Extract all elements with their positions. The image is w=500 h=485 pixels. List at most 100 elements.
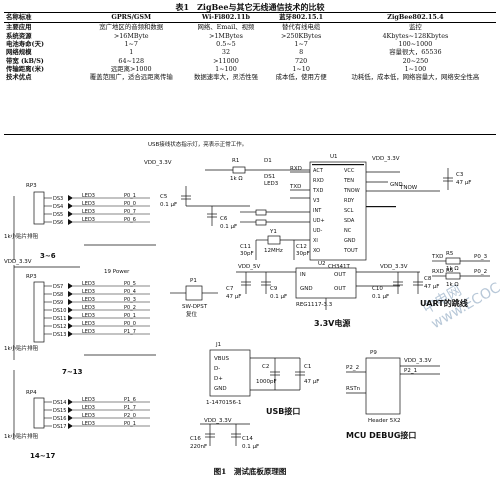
group-label-2: 7~13 [62,368,83,376]
c7-label: C7 [226,286,234,292]
vdd-label-6: VDD_3.3V [204,418,232,424]
table-cell: 64~128 [118,56,145,65]
led-designator: DS9 [53,300,63,306]
table-cell: Wi-Fi802.11b [184,13,268,24]
p21-label: P2_1 [404,368,417,374]
row-label-cell: 系统资源 [6,31,32,40]
u1-left-pin-label: INT [313,208,322,214]
u1-right-pin-label: TNOW [343,188,360,194]
p1-label: P1 [190,278,197,284]
u1-left-pin-label: TXD [312,188,323,194]
table-row: 技术优点覆盖范围广，适合远距离传输数据速率大，灵活性强成本低，使用方便功耗低，成… [4,73,496,81]
led-diode-symbol [68,307,73,313]
c10-label: C10 [372,286,383,292]
net-label: P0_0 [124,321,136,327]
c6-value: 0.1 μF [220,224,237,230]
u1-right-pin-label: RDY [344,198,355,204]
c16-value: 220nF [190,444,207,450]
u1-net-txd: TXD [289,184,301,190]
row-label-cell: 带宽 (kB/S) [6,56,44,65]
net-label: P0_3 [124,297,136,303]
usb-note: USB接线状态指示灯，亮表示正常工作。 [148,140,247,148]
u2-pin-out1: OUT [334,272,346,278]
usb-section-label: USB接口 [266,406,300,416]
vdd-label-3: VDD_3.3V [4,259,32,265]
net-label: P0_7 [124,209,136,215]
u1-right-pin-label: NC [344,228,352,234]
c5-label: C5 [160,194,168,200]
vdd-label-1: VDD_3.3V [144,160,172,166]
table-cell: >1MBytes [209,31,243,40]
table-cell: 成本低，使用方便 [275,73,327,82]
net-label: P0_4 [124,289,136,295]
c11-value: 30pF [240,251,254,257]
led-designator: DS7 [53,284,63,290]
led-designator: DS3 [53,196,63,202]
u1-left-pin-label: V3 [313,198,320,204]
j1-usb-connector [209,349,251,397]
u1-right-pin-label: TEN [343,178,354,184]
net-label: P1_6 [124,397,136,403]
c14-label: C14 [242,436,253,442]
table-cell: 容量很大，65536 [389,48,442,57]
u1-right-pin-label: SCL [344,208,354,214]
table-cell: >16MByte [113,31,149,40]
row-label-cell: 传输距离(米) [6,64,45,73]
r1-label: R1 [232,158,239,164]
led-diode-symbol [68,211,73,217]
led-type-label: LED3 [82,321,95,327]
c3-value: 47 μF [456,180,471,186]
u1-chip-label: CH341T [328,264,350,270]
table-row: 系统资源 >16MByte >1MBytes >250KBytes 4Kbytes~12… [4,32,496,40]
reset-label: 复位 [186,310,198,318]
c7-value: 47 μF [226,294,241,300]
figure-caption: 图1 测试底板原理图 [213,467,287,476]
switch-label: SW-DPST [182,304,208,310]
rp3-top-resistor [33,191,45,225]
led-diode-symbol [68,331,73,337]
table-cell: 4Kbytes~128Kbytes [382,31,449,40]
led-diode-symbol [68,203,73,209]
group-label-3: 14~17 [30,452,55,460]
led-designator: DS15 [53,408,66,414]
j1-part-label: 1-1470156-1 [206,400,241,406]
led-diode-symbol [68,283,73,289]
led-diode-symbol [68,291,73,297]
r6-label: R6 [446,268,454,274]
u2-label: U2 [318,261,326,267]
u2-pin-out2: OUT [334,286,346,292]
c8-label: C8 [424,276,432,282]
group-label-1: 3~6 [40,252,56,260]
table-cell: 1~10 [292,64,310,73]
net-label: P0_0 [124,201,136,207]
r5-label: R5 [446,251,454,257]
c2-value: 1000pF [256,379,277,385]
led-type-label: LED3 [82,193,95,199]
table-cell: 1 [129,48,134,57]
u2-pin-in: IN [300,272,306,278]
led-designator: DS6 [53,220,63,226]
net-label: P2_0 [124,413,136,419]
rp4-label: RP4 [26,390,37,396]
table-cell: 功耗低，成本低，网络容量大，网络安全性高 [351,73,480,82]
u1-chip-body [309,161,367,261]
net-label: P1_7 [124,329,136,335]
r5-value: 1k Ω [446,266,459,272]
table-cell: 32 [221,48,231,57]
c5-value: 0.1 μF [160,202,177,208]
row-label-cell: 网络规模 [6,48,32,57]
table-cell: 1~7 [124,39,138,48]
table-cell: >250KBytes [281,31,322,40]
net-label: P0_5 [124,281,136,287]
y1-label: Y1 [269,229,277,235]
c9-value: 0.1 μF [270,294,287,300]
table-cell: 1~100 [404,64,427,73]
table-row: 主要应用宽广地区的音频和数据网络、Email、视频替代有线电缆监控 [4,23,496,32]
u1-right-pin-label: SDA [344,218,355,224]
led-diode-symbol [68,323,73,329]
table-cell: 20~250 [402,56,429,65]
